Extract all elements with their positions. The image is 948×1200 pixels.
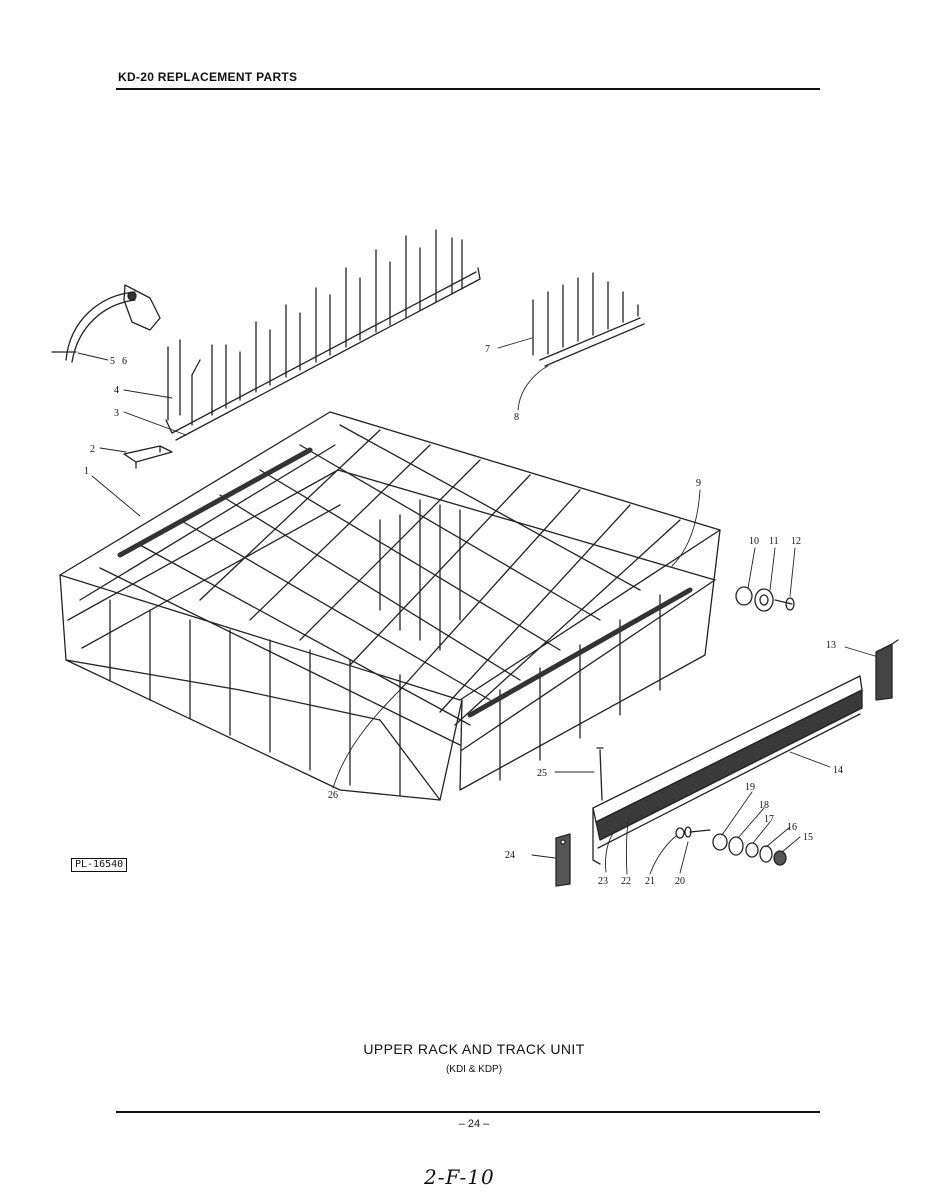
small-tine-row-part [532,272,645,367]
track-hardware-part [675,826,787,866]
track-rail-part [592,675,863,865]
callout-3: 3 [114,408,119,419]
callout-23: 23 [598,876,608,887]
small-clip-part [123,445,173,469]
page-header-title: KD-20 REPLACEMENT PARTS [118,70,298,84]
callout-9: 9 [696,478,701,489]
callout-8: 8 [514,412,519,423]
callout-21: 21 [645,876,655,887]
callout-22: 22 [621,876,631,887]
header-rule [116,88,820,90]
callout-24: 24 [505,850,515,861]
callout-16: 16 [787,822,797,833]
footer-rule [116,1111,820,1113]
track-stop-part [555,833,571,887]
callout-1: 1 [84,466,89,477]
figure-caption-title: UPPER RACK AND TRACK UNIT [363,1041,585,1057]
callout-6: 6 [122,356,127,367]
callout-10: 10 [749,536,759,547]
callout-13: 13 [826,640,836,651]
upper-rack-basket-part [59,411,721,801]
callout-5: 5 [110,356,115,367]
track-end-cap-part [875,639,899,701]
plate-id-label: PL-16540 [71,858,128,872]
callout-11: 11 [769,536,779,547]
callout-25: 25 [537,768,547,779]
large-tine-row-part [165,229,481,441]
callout-20: 20 [675,876,685,887]
handwritten-note: 2-F-10 [424,1165,495,1189]
figure-caption-subtitle: (KDI & KDP) [445,1064,503,1075]
callout-15: 15 [803,832,813,843]
callout-19: 19 [745,782,755,793]
callout-7: 7 [485,344,490,355]
callout-18: 18 [759,800,769,811]
callout-12: 12 [791,536,801,547]
callout-26: 26 [328,790,338,801]
callout-14: 14 [833,765,843,776]
wheel-hardware-part [735,586,795,612]
callout-2: 2 [90,444,95,455]
callout-4: 4 [114,385,119,396]
callout-17: 17 [764,814,774,825]
rod-part [596,747,604,801]
clip-bracket-part [51,284,161,363]
page-number: – 24 – [458,1118,490,1130]
